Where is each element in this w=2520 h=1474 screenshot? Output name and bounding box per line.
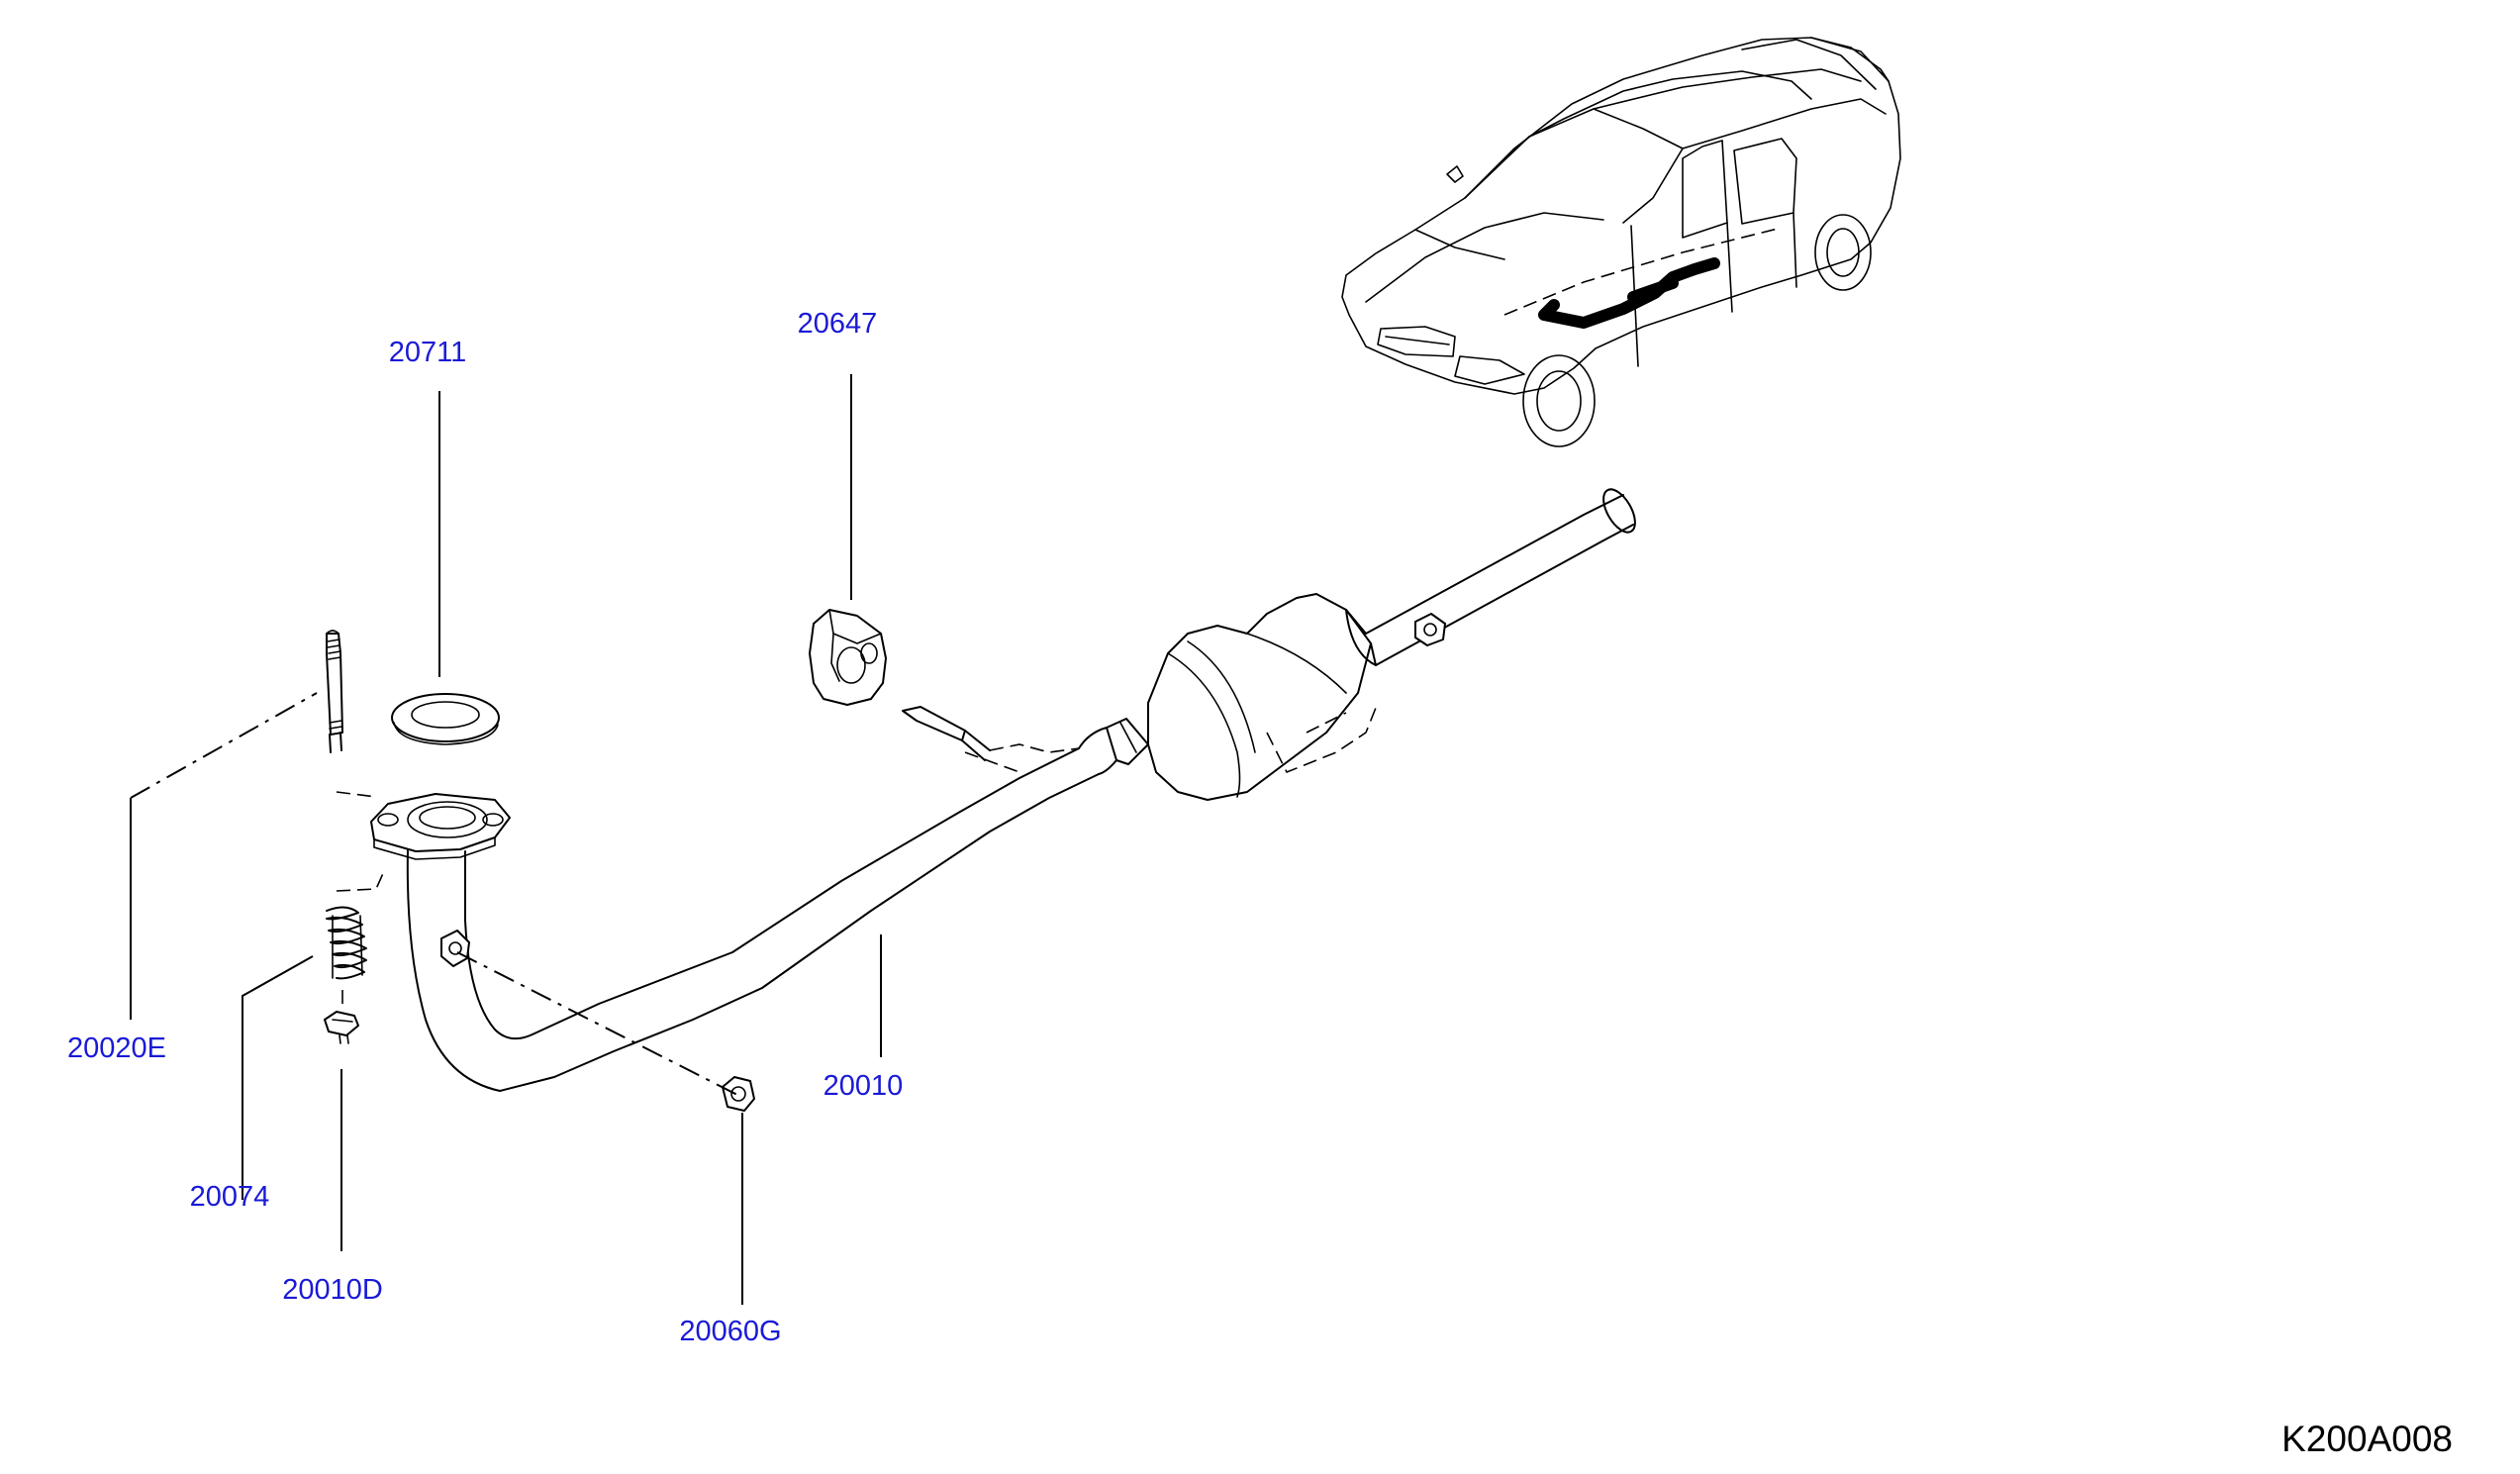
figure-code: K200A008 bbox=[2281, 1419, 2453, 1459]
leader-lines bbox=[130, 374, 882, 1305]
stud-bolt-part bbox=[326, 630, 343, 753]
callout-20060G[interactable]: 20060G bbox=[679, 1316, 781, 1347]
gasket-ring-part bbox=[391, 693, 500, 745]
nut-part bbox=[722, 1076, 755, 1112]
hanger-pin bbox=[902, 706, 991, 761]
rubber-mount-part bbox=[809, 609, 887, 706]
assembly-lines bbox=[130, 692, 1020, 1096]
callout-20010[interactable]: 20010 bbox=[824, 1070, 904, 1102]
bolt-part bbox=[324, 1011, 359, 1044]
callout-20647[interactable]: 20647 bbox=[798, 308, 878, 340]
exhaust-front-pipe-assembly bbox=[406, 488, 1636, 1092]
callout-20010D[interactable]: 20010D bbox=[282, 1274, 383, 1306]
callout-20711[interactable]: 20711 bbox=[389, 337, 467, 368]
vehicle-locator-illustration bbox=[1341, 37, 1901, 447]
spring-part bbox=[326, 906, 367, 980]
callout-20074[interactable]: 20074 bbox=[190, 1181, 270, 1213]
callout-20020E[interactable]: 20020E bbox=[67, 1032, 166, 1064]
pipe-flange-part bbox=[370, 793, 511, 860]
